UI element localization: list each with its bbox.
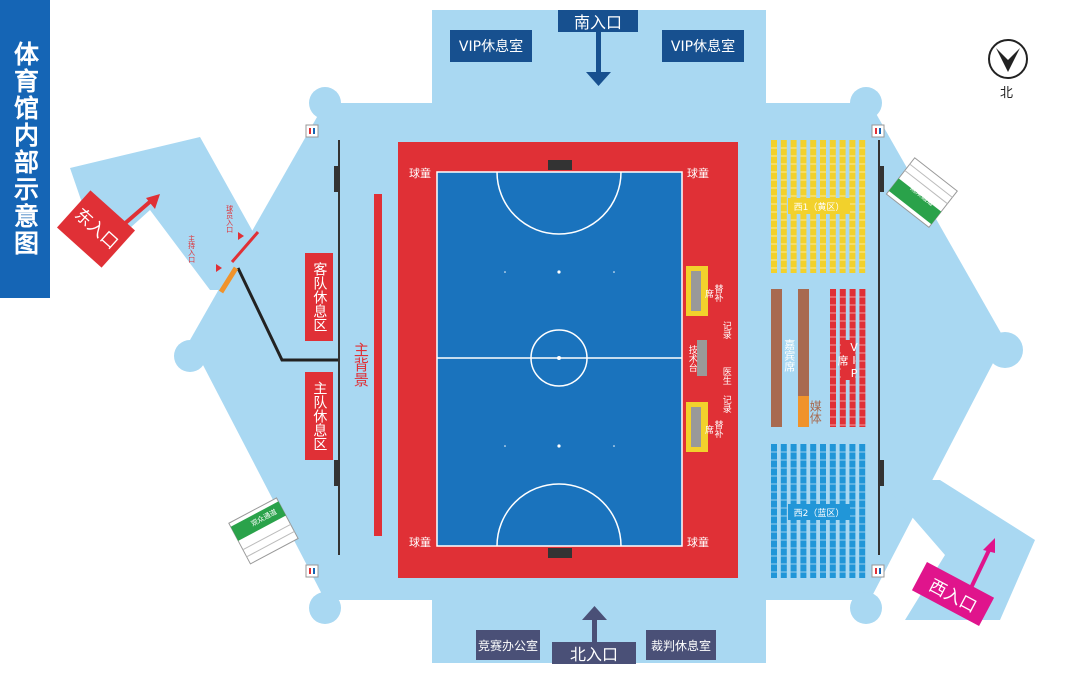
west1-label: 西1（黄区） [788, 198, 850, 214]
compass-label: 北 [1000, 86, 1014, 101]
west2-label: 西2（蓝区） [788, 504, 850, 520]
ball-boy-label: 球童 [409, 536, 431, 549]
west-entrance[interactable] [911, 538, 995, 626]
seat-row [830, 289, 836, 427]
home-team-area[interactable]: 主队休息区 [305, 372, 333, 460]
guest-seating-label: 嘉宾席 [782, 338, 796, 372]
vip-seating-label: VIP席 [836, 340, 861, 380]
north-entrance-label[interactable]: 北入口 [552, 642, 636, 664]
player-entrance-label: 球员入口 [225, 205, 234, 233]
main-backdrop-bar [374, 194, 382, 536]
bench-label: 替补席 [703, 284, 722, 302]
host-entrance-label: 主持入口 [187, 235, 196, 263]
south-entrance-label[interactable]: 南入口 [558, 10, 638, 32]
media-label: 媒体 [808, 400, 823, 424]
audience-passage-right[interactable] [885, 157, 958, 229]
technical-table-label: 技术台 [686, 344, 697, 372]
seat-row [771, 444, 777, 578]
audience-passage-left[interactable] [228, 497, 299, 565]
seat-row [780, 444, 787, 578]
ball-boy-label: 球童 [409, 167, 431, 180]
main-backdrop-label: 主背景 [351, 341, 370, 387]
seat-row [780, 140, 787, 273]
seat-row [859, 289, 866, 427]
seat-row [859, 444, 866, 578]
bench-label: 替补席 [703, 420, 722, 438]
compass [988, 39, 1028, 79]
east-entrance[interactable] [56, 190, 160, 268]
vip-room-right[interactable]: VIP休息室 [662, 30, 744, 62]
vip-room-left[interactable]: VIP休息室 [450, 30, 532, 62]
route-line [236, 267, 338, 362]
seat-row [771, 140, 777, 273]
away-team-area[interactable]: 客队休息区 [305, 253, 333, 341]
scorer-label: 记录 [720, 395, 731, 413]
seat-row [849, 140, 856, 273]
restroom-icon [305, 124, 885, 578]
map-title-box: 体育馆内部示意图 [0, 0, 50, 298]
seat-row [859, 140, 866, 273]
seating-media[interactable] [798, 396, 809, 427]
map-title: 体育馆内部示意图 [10, 41, 40, 257]
ball-boy-label: 球童 [687, 536, 709, 549]
referee-lounge[interactable]: 裁判休息室 [646, 630, 716, 660]
seat-row [849, 444, 856, 578]
ball-boy-label: 球童 [687, 167, 709, 180]
medical-label: 医生 [720, 367, 731, 385]
south-entrance-arrow-icon [586, 32, 611, 86]
north-entrance-arrow-icon [582, 606, 607, 642]
scorer-label: 记录 [720, 321, 731, 339]
seating-guest[interactable] [771, 289, 782, 427]
competition-office[interactable]: 竞赛办公室 [476, 630, 540, 660]
